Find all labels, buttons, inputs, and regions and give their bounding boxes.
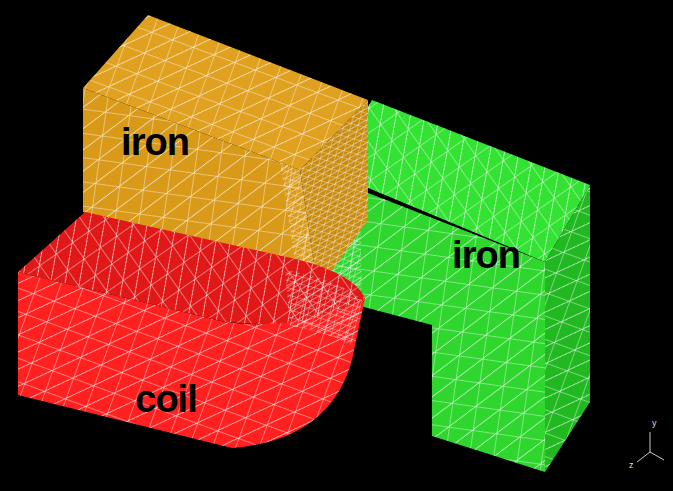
part-name: iron <box>121 122 189 164</box>
axis-label: y <box>652 419 657 428</box>
mesh-part-label: coil <box>131 377 200 423</box>
part-name: iron <box>452 235 520 277</box>
mesh-part-label: iron <box>448 233 524 279</box>
axis-triad <box>637 432 664 462</box>
axis-label: z <box>629 461 634 470</box>
part-name: coil <box>135 379 196 421</box>
mesh-part-label: iron <box>117 120 193 166</box>
coil-block <box>18 212 365 448</box>
